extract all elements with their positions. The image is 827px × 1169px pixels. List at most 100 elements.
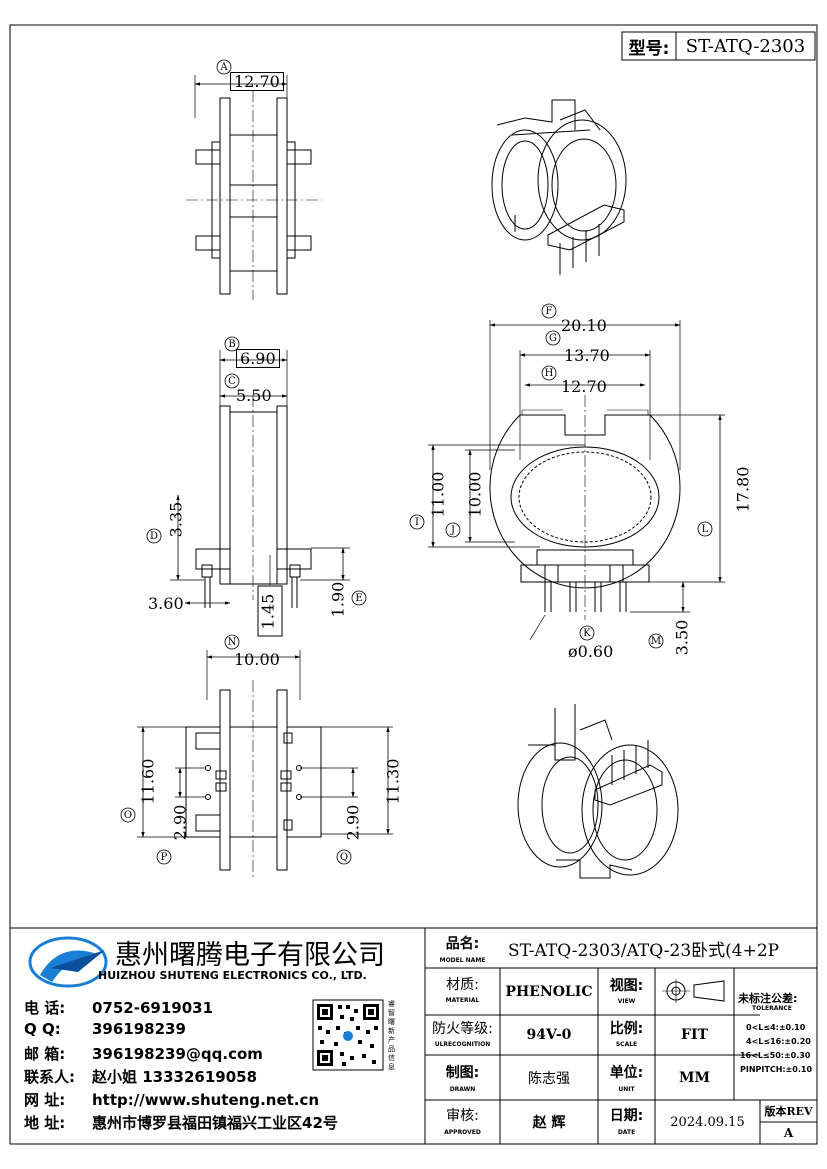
qr-code-icon <box>312 999 384 1071</box>
date-value: 2024.09.15 <box>670 1114 745 1130</box>
contact-address-label: 地 址: <box>24 1114 66 1132</box>
model-label: 型号: <box>628 38 670 59</box>
sheet-border <box>9 24 818 1145</box>
dim-h-value: 12.70 <box>561 377 607 396</box>
qr-caption: 睿智曙新产品信息 <box>388 1000 395 1071</box>
contact-phone: 电 话: 0752-6919031 <box>24 997 213 1018</box>
ref-m: M <box>650 635 662 647</box>
contact-qq-label: Q Q: <box>24 1020 61 1038</box>
unit-sub: UNIT <box>618 1085 635 1093</box>
material-label: 材质: <box>446 977 479 993</box>
approved-label: 审核: <box>446 1108 479 1124</box>
dim-j-value: 10.00 <box>465 471 485 518</box>
tolerance-sub: TOLERANCE <box>752 1005 792 1012</box>
ref-a: A <box>220 61 228 73</box>
contact-website-value: http://www.shuteng.net.cn <box>92 1091 320 1109</box>
flame-value: 94V-0 <box>526 1027 572 1043</box>
contact-address-value: 惠州市博罗县福田镇福兴工业区42号 <box>92 1114 338 1132</box>
contact-website-label: 网 址: <box>24 1091 66 1109</box>
tolerance-line: 4<L≤16:±0.20 <box>746 1037 811 1046</box>
material-value: PHENOLIC <box>505 983 593 1000</box>
model-name-value: ST-ATQ-2303/ATQ-23卧式(4+2P <box>508 941 780 961</box>
ref-f: F <box>545 305 553 317</box>
ref-k: K <box>583 627 591 639</box>
dim-o-value: 11.60 <box>138 758 158 805</box>
projection-view-icon <box>662 979 725 1003</box>
iso-view-top <box>491 99 627 275</box>
contact-email-value: 396198239@qq.com <box>92 1045 263 1063</box>
scale-label: 比例: <box>609 1021 644 1037</box>
contact-person: 联系人:赵小姐 13332619058 <box>24 1066 257 1087</box>
ref-i: I <box>415 516 419 528</box>
contact-email: 邮 箱:396198239@qq.com <box>24 1043 263 1064</box>
view-label: 视图: <box>609 978 644 994</box>
unit-value: MM <box>679 1069 710 1086</box>
dim-k-value: ø0.60 <box>568 642 614 661</box>
contact-phone-value: 0752-6919031 <box>92 999 214 1017</box>
scale-sub: SCALE <box>615 1040 638 1048</box>
contact-qq-value: 396198239 <box>92 1020 186 1038</box>
ref-l: L <box>701 523 709 535</box>
ref-e: E <box>355 592 363 604</box>
dim-d2-value: 3.60 <box>148 594 184 613</box>
tolerance-line: 16<L≤50:±0.30 <box>740 1051 811 1060</box>
side-view-middle <box>170 350 350 637</box>
rev-value: A <box>783 1126 794 1140</box>
tolerance-title: 未标注公差: <box>738 992 798 1005</box>
dim-l-value: 17.80 <box>733 466 753 513</box>
model-box <box>621 31 816 61</box>
dim-d-value: 3.35 <box>166 501 186 538</box>
ref-p: P <box>160 851 168 863</box>
flame-label: 防火等级: <box>432 1021 493 1037</box>
bottom-view <box>137 650 393 880</box>
dim-m-value: 3.50 <box>672 619 692 656</box>
ref-c: C <box>228 375 236 387</box>
front-view <box>428 320 725 641</box>
contact-address: 地 址: 惠州市博罗县福田镇福兴工业区42号 <box>24 1112 338 1133</box>
contact-website: 网 址: http://www.shuteng.net.cn <box>24 1089 319 1110</box>
approved-sub: APPROVED <box>444 1128 481 1136</box>
ref-n: N <box>227 636 237 648</box>
company-name-en: HUIZHOU SHUTENG ELECTRONICS CO., LTD. <box>98 969 367 982</box>
tolerance-line: PINPITCH:±0.10 <box>740 1065 813 1074</box>
dim-e-value: 1.90 <box>328 581 348 618</box>
ref-o: O <box>123 809 133 821</box>
dim-i-value: 11.00 <box>428 471 448 518</box>
dim-a-value: 12.70 <box>230 72 284 91</box>
model-name-label: 品名: <box>445 936 480 952</box>
drawn-value: 陈志强 <box>528 1070 570 1087</box>
contact-qq: Q Q: 396198239 <box>24 1020 186 1038</box>
iso-view-bottom <box>517 704 679 879</box>
contact-phone-label: 电 话: <box>24 999 66 1017</box>
dim-g-value: 13.70 <box>564 346 610 365</box>
ref-q: Q <box>339 851 349 863</box>
dim-f-value: 20.10 <box>561 316 607 335</box>
rev-label: 版本REV <box>764 1105 813 1118</box>
ref-h: H <box>544 367 554 379</box>
material-sub: MATERIAL <box>445 996 480 1004</box>
scale-value: FIT <box>681 1027 708 1043</box>
approved-value: 赵 辉 <box>532 1115 566 1131</box>
company-name-cn: 惠州曙腾电子有限公司 <box>115 940 385 971</box>
model-value: ST-ATQ-2303 <box>685 35 806 57</box>
view-sub: VIEW <box>617 997 636 1005</box>
date-label: 日期: <box>609 1108 644 1124</box>
flame-sub: ULRECOGNITION <box>434 1040 491 1048</box>
ref-j: J <box>450 524 455 536</box>
side-view-top <box>186 75 322 300</box>
ref-b: B <box>228 338 236 350</box>
ref-g: G <box>549 332 557 344</box>
dim-q2-value: 11.30 <box>383 758 403 805</box>
company-logo-icon <box>28 936 108 988</box>
dim-n-value: 10.00 <box>234 650 280 669</box>
contact-person-label: 联系人: <box>24 1068 75 1086</box>
unit-label: 单位: <box>609 1065 644 1081</box>
ref-d: D <box>149 530 159 542</box>
drawn-sub: DRAWN <box>449 1085 476 1093</box>
dim-q-value: 2.90 <box>343 804 363 841</box>
dim-p-value: 2.90 <box>170 804 190 841</box>
dim-c-value: 5.50 <box>236 386 272 405</box>
drawn-label: 制图: <box>445 1065 480 1081</box>
